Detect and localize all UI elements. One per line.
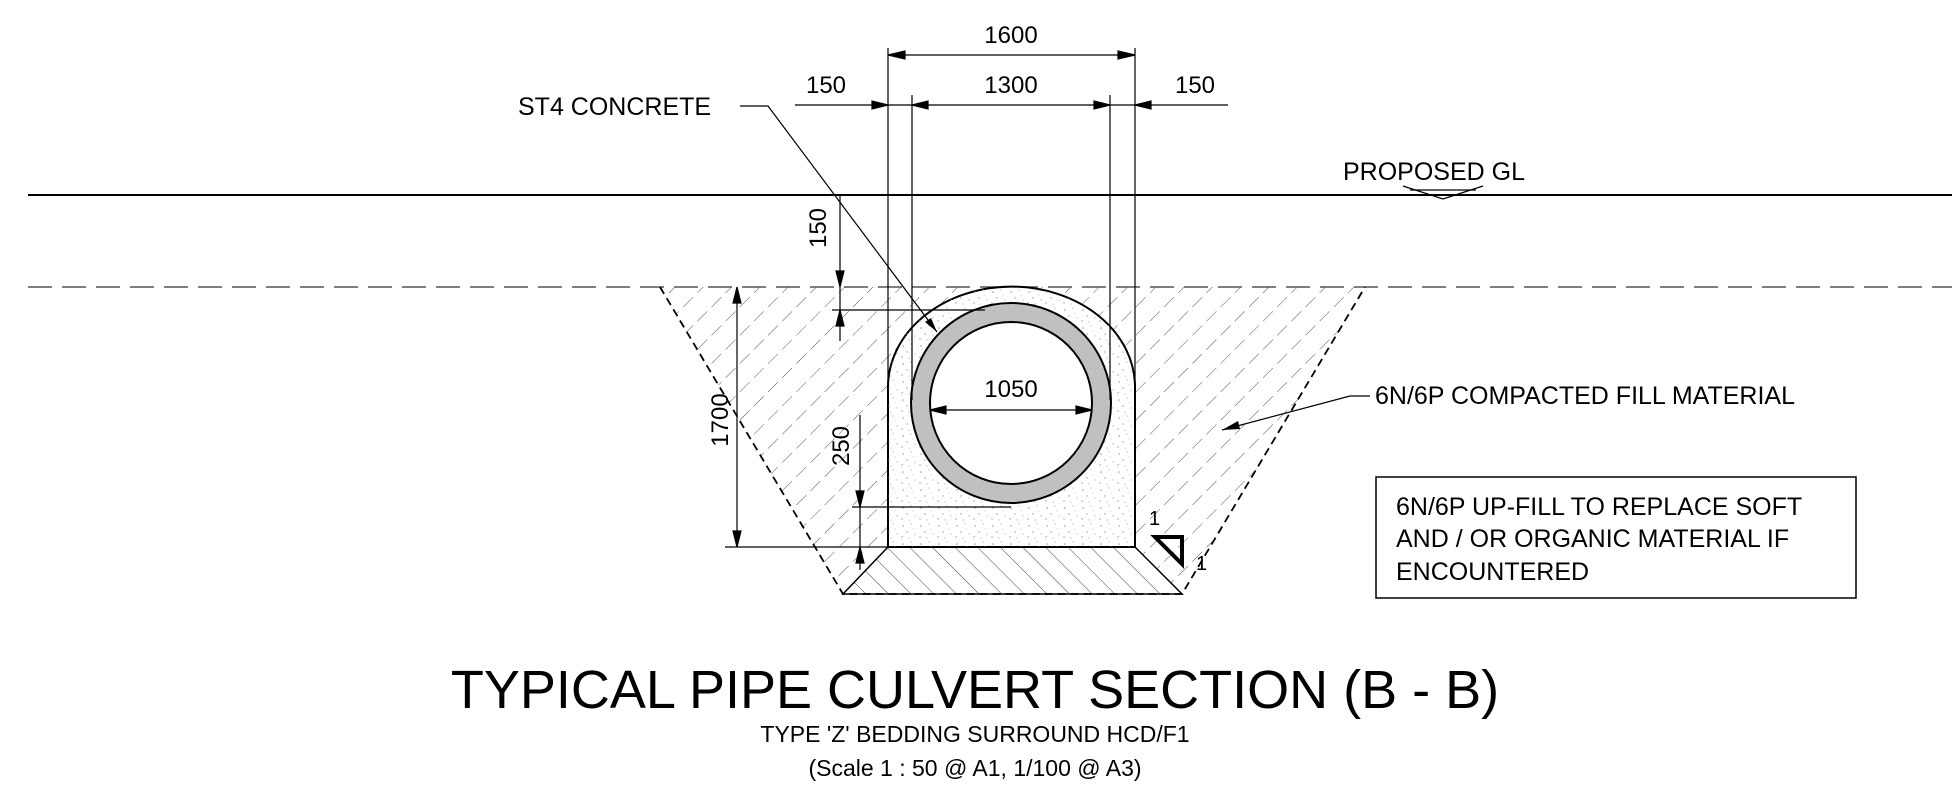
dim-bedding-depth: 250 [828,415,1011,570]
up-fill-note-box: 6N/6P UP-FILL TO REPLACE SOFT AND / OR O… [1375,476,1857,599]
slope-symbol: 1 1 [1149,508,1207,575]
dim-inner-row: 150 1300 150 [795,72,1228,110]
svg-text:1050: 1050 [984,376,1037,403]
dim-pipe-diameter: 1050 [929,376,1093,415]
dim-overall-width: 1600 [887,22,1136,60]
svg-text:1300: 1300 [984,72,1037,99]
dim-top-cover: 150 [805,196,985,341]
svg-text:150: 150 [806,72,846,99]
ground-level-label: PROPOSED GL [1343,158,1525,186]
svg-text:1: 1 [1149,508,1160,530]
svg-text:1: 1 [1196,553,1207,575]
fill-label-group: 6N/6P COMPACTED FILL MATERIAL [1221,382,1795,431]
drawing-scale: (Scale 1 : 50 @ A1, 1/100 @ A3) [808,755,1141,781]
svg-text:AND / OR ORGANIC MATERIAL IF: AND / OR ORGANIC MATERIAL IF [1396,525,1789,553]
dim-trench-depth: 1700 [707,286,888,548]
svg-text:ENCOUNTERED: ENCOUNTERED [1396,558,1589,586]
svg-text:250: 250 [828,426,855,466]
dimension-extension-lines [887,48,1136,547]
svg-text:6N/6P UP-FILL TO REPLACE SOFT: 6N/6P UP-FILL TO REPLACE SOFT [1396,493,1802,521]
trench-outline [659,286,1366,595]
concrete-label-group: ST4 CONCRETE [518,93,938,333]
svg-text:150: 150 [805,208,832,248]
ground-level-label-group: PROPOSED GL [1343,158,1525,200]
svg-text:1600: 1600 [984,22,1037,49]
concrete-label: ST4 CONCRETE [518,93,711,121]
svg-text:150: 150 [1175,72,1215,99]
pipe-bore [929,321,1093,485]
drawing-title: TYPICAL PIPE CULVERT SECTION (B - B) [451,660,1499,720]
svg-text:1700: 1700 [707,393,734,446]
fill-label: 6N/6P COMPACTED FILL MATERIAL [1375,382,1795,410]
drawing-subtitle: TYPE 'Z' BEDDING SURROUND HCD/F1 [760,721,1189,747]
